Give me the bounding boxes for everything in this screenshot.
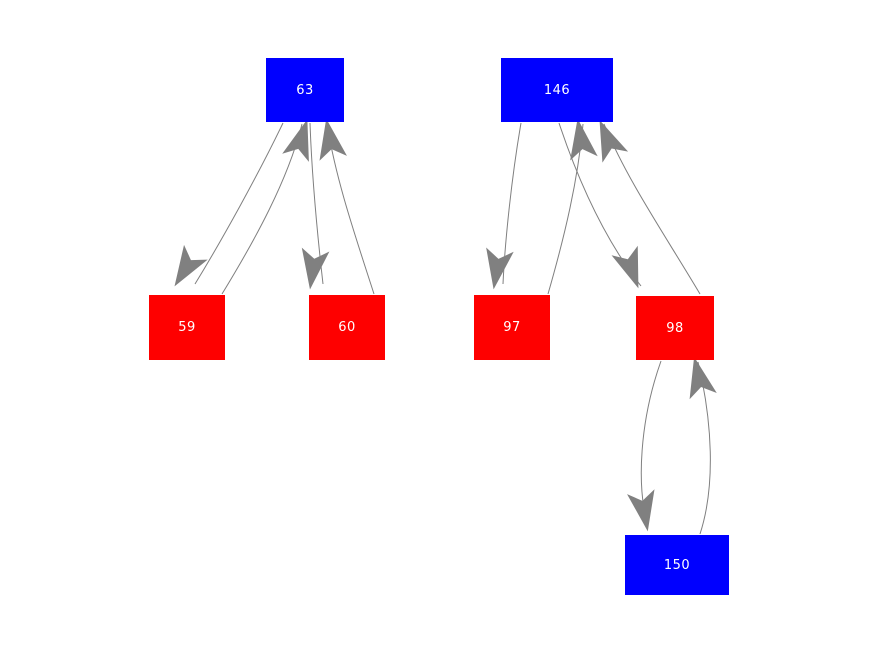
edge-150-to-98-arrowhead [689,356,717,400]
node-label-60: 60 [338,320,356,335]
edge-146-to-98-arrowhead [611,245,639,289]
edge-63-to-60-arrowhead [301,247,330,290]
graph-node-150[interactable]: 150 [625,535,729,595]
edge-63-to-59-arrowhead [174,244,208,287]
node-label-98: 98 [666,320,684,336]
edge-60-to-63-arrowhead [319,118,347,161]
node-label-146: 146 [543,82,571,98]
graph-node-146[interactable]: 146 [501,58,613,122]
edge-63-to-60[interactable] [309,122,324,285]
graph-node-98[interactable]: 98 [636,296,714,360]
graph-node-60[interactable]: 60 [309,295,385,360]
edge-98-to-150-arrowhead [627,489,655,532]
node-label-150: 150 [663,557,691,573]
node-label-63: 63 [296,82,314,98]
node-label-59: 59 [178,320,196,335]
edge-63-to-59[interactable] [194,122,284,285]
node-label-97: 97 [503,320,521,335]
graph-node-59[interactable]: 59 [149,295,225,360]
edge-146-to-97-arrowhead [486,247,514,290]
edge-59-to-63-arrowhead [282,119,309,162]
graph-node-97[interactable]: 97 [474,295,550,360]
edge-98-to-146-arrowhead [599,120,629,163]
edge-97-to-146-arrowhead [570,118,598,161]
graph-node-63[interactable]: 63 [266,58,344,122]
